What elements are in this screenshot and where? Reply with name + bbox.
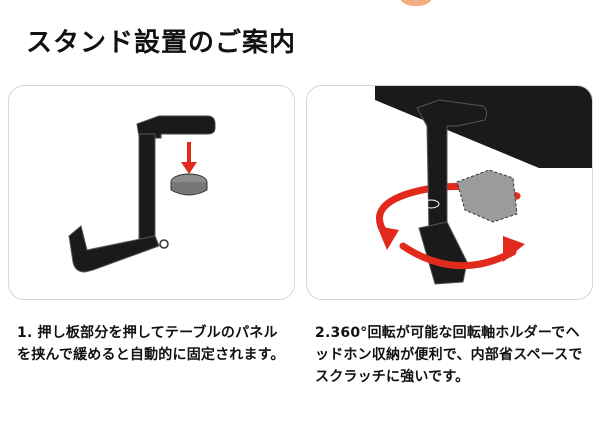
stand-press-illustration (68, 115, 216, 273)
press-arrow-head (181, 162, 197, 174)
install-step-2-panel (306, 85, 593, 300)
rotation-arrow-head-left (377, 226, 399, 250)
pivot-knob (159, 239, 169, 249)
rotation-arrow-front (399, 242, 517, 270)
rotation-arrow-head-right (503, 236, 525, 262)
stand-hook (68, 225, 160, 273)
table-edge (375, 86, 592, 168)
step-2-caption: 2.360°回転が可能な回転軸ホルダーでヘッドホン収納が便利で、内部省スペースで… (315, 325, 583, 385)
decorative-orange-shape (397, 0, 435, 6)
stand-vertical-post (138, 133, 156, 241)
page-title: スタンド設置のご案内 (26, 28, 297, 58)
install-step-1-panel (8, 85, 295, 300)
clamp-part (456, 169, 518, 223)
pivot-ring (422, 199, 440, 209)
stand-rotation-illustration (375, 86, 592, 285)
stand-hook-lower (418, 221, 468, 285)
step-1-caption: 1. 押し板部分を押してテーブルのパネルを挟んで緩めると自動的に固定されます。 (17, 325, 285, 363)
stand-post (416, 99, 488, 237)
